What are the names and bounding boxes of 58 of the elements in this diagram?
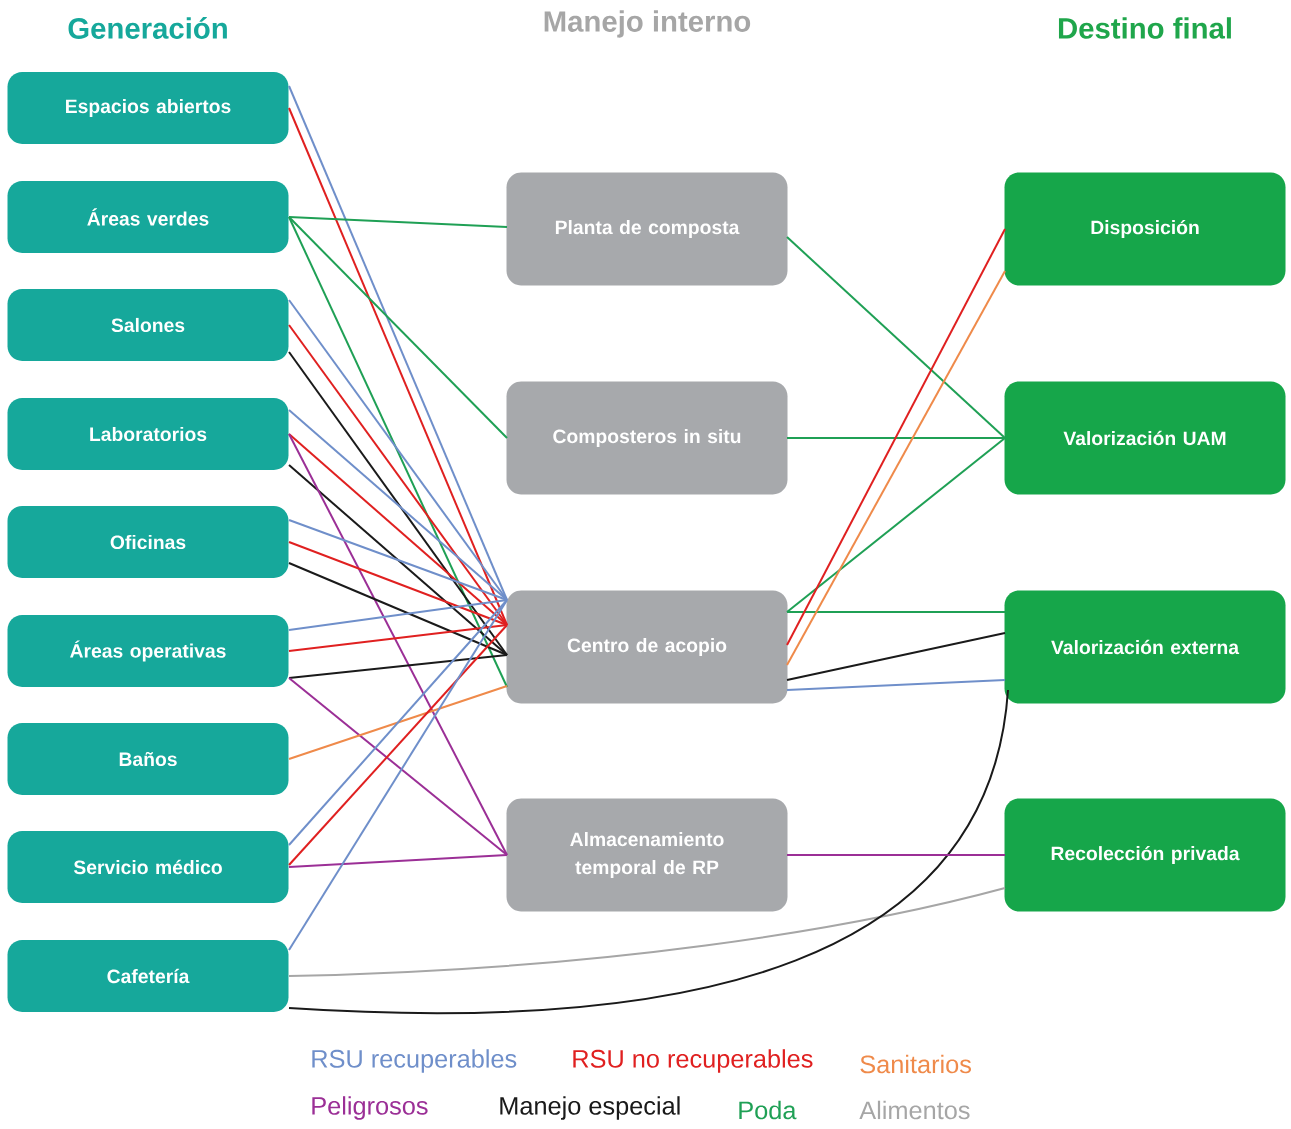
source-box: Servicio médico <box>7 831 289 903</box>
connector-line <box>786 437 1006 613</box>
destination-box: Recolección privada <box>1004 798 1286 912</box>
connector-line <box>288 433 508 856</box>
connector-line <box>288 351 508 656</box>
connector-line <box>288 685 508 760</box>
source-box: Áreas verdes <box>7 181 289 253</box>
process-box: Almacenamiento temporal de RP <box>506 798 788 912</box>
source-box: Salones <box>7 289 289 361</box>
column-heading: Generación <box>68 17 227 39</box>
legend-entry: RSU recuperables <box>312 1049 517 1073</box>
connector-line <box>288 433 508 626</box>
source-box: Áreas operativas <box>7 615 289 687</box>
destination-box: Valorización externa <box>1004 590 1286 704</box>
connector-line <box>288 624 508 652</box>
connector-line <box>288 887 1006 977</box>
legend-entry: Alimentos <box>859 1100 970 1120</box>
connector-line <box>786 611 1006 613</box>
connector-line <box>288 519 508 601</box>
process-box: Centro de acopio <box>506 590 788 704</box>
connector-line <box>288 541 508 626</box>
destination-box: Disposición <box>1004 172 1286 286</box>
connector-line <box>288 689 1009 1014</box>
source-box: Oficinas <box>7 506 289 578</box>
connector-line <box>786 236 1006 439</box>
connector-line <box>288 599 508 631</box>
connector-line <box>288 624 508 866</box>
connector-line <box>786 679 1006 691</box>
legend-entry: Peligrosos <box>312 1096 428 1120</box>
connector-line <box>288 854 508 868</box>
connector-line <box>288 216 508 228</box>
process-box: Planta de composta <box>506 172 788 286</box>
source-box: Espacios abiertos <box>7 72 289 144</box>
connector-line <box>288 409 508 601</box>
connector-line <box>288 599 508 951</box>
column-heading: Destino final <box>1058 17 1231 39</box>
legend-entry: RSU no recuperables <box>573 1049 813 1073</box>
connector-line <box>786 632 1006 681</box>
connector-line <box>786 437 1006 439</box>
connector-line <box>288 562 508 656</box>
legend-entry: Sanitarios <box>860 1054 971 1074</box>
connector-line <box>288 324 508 626</box>
connector-line <box>288 654 508 679</box>
legend-entry: Poda <box>739 1100 797 1120</box>
connector-line <box>288 216 508 439</box>
source-box: Baños <box>7 723 289 795</box>
connector-line <box>288 299 508 601</box>
process-box: Composteros in situ <box>506 381 788 495</box>
connector-line <box>288 464 508 656</box>
source-box: Cafetería <box>7 940 289 1012</box>
connector-line <box>786 854 1006 856</box>
column-heading: Manejo interno <box>544 10 751 38</box>
legend-entry: Manejo especial <box>500 1096 680 1120</box>
connector-line <box>288 599 508 846</box>
source-box: Laboratorios <box>7 398 289 470</box>
connector-line <box>288 216 508 688</box>
destination-box: Valorización UAM <box>1004 381 1286 495</box>
connector-line <box>288 677 508 856</box>
